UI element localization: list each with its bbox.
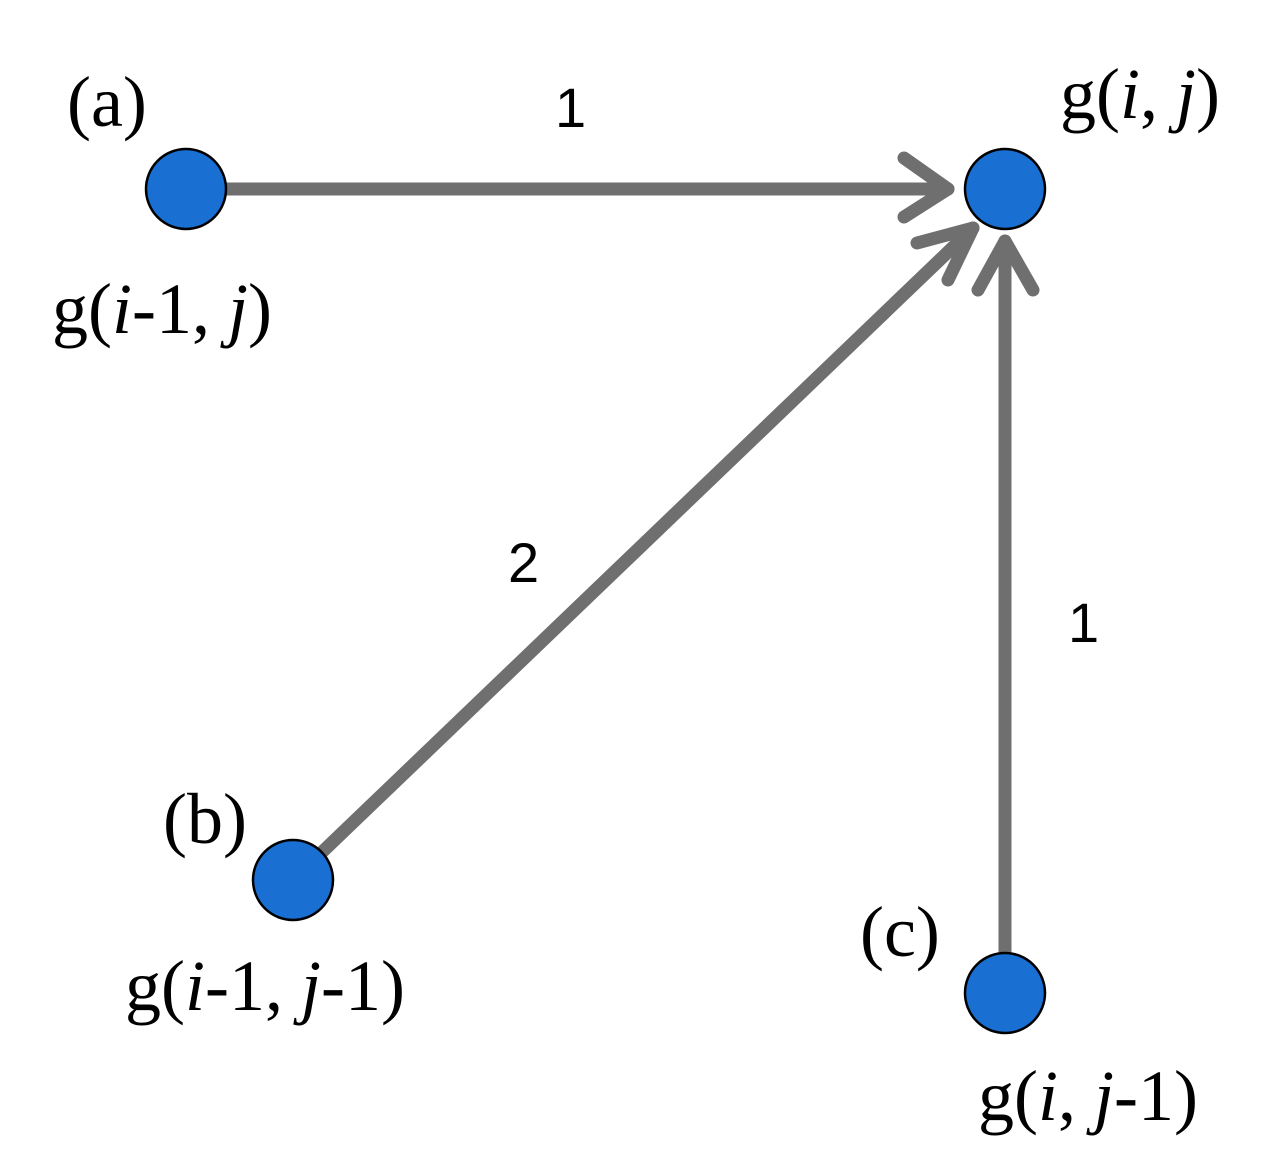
- edge-weight-a: 1: [555, 76, 587, 139]
- node-label-b: g(i-1, j-1): [125, 946, 405, 1026]
- marker-a: (a): [67, 62, 147, 142]
- node-label-a: g(i-1, j): [52, 269, 272, 349]
- node-a: [144, 147, 228, 231]
- node-label-c: g(i, j-1): [978, 1056, 1198, 1136]
- edge-c-to-target: [971, 234, 1040, 1000]
- marker-b: (b): [163, 779, 247, 859]
- edge-b-to-target: [286, 221, 980, 887]
- node-c: [963, 951, 1047, 1035]
- edge-a-to-target: [179, 151, 955, 224]
- node-b: [251, 838, 335, 922]
- marker-c: (c): [860, 892, 940, 972]
- edge-weight-b: 2: [508, 531, 540, 594]
- edge-weight-c: 1: [1068, 591, 1100, 654]
- node-target: [963, 147, 1047, 231]
- node-label-target: g(i, j): [1060, 54, 1220, 134]
